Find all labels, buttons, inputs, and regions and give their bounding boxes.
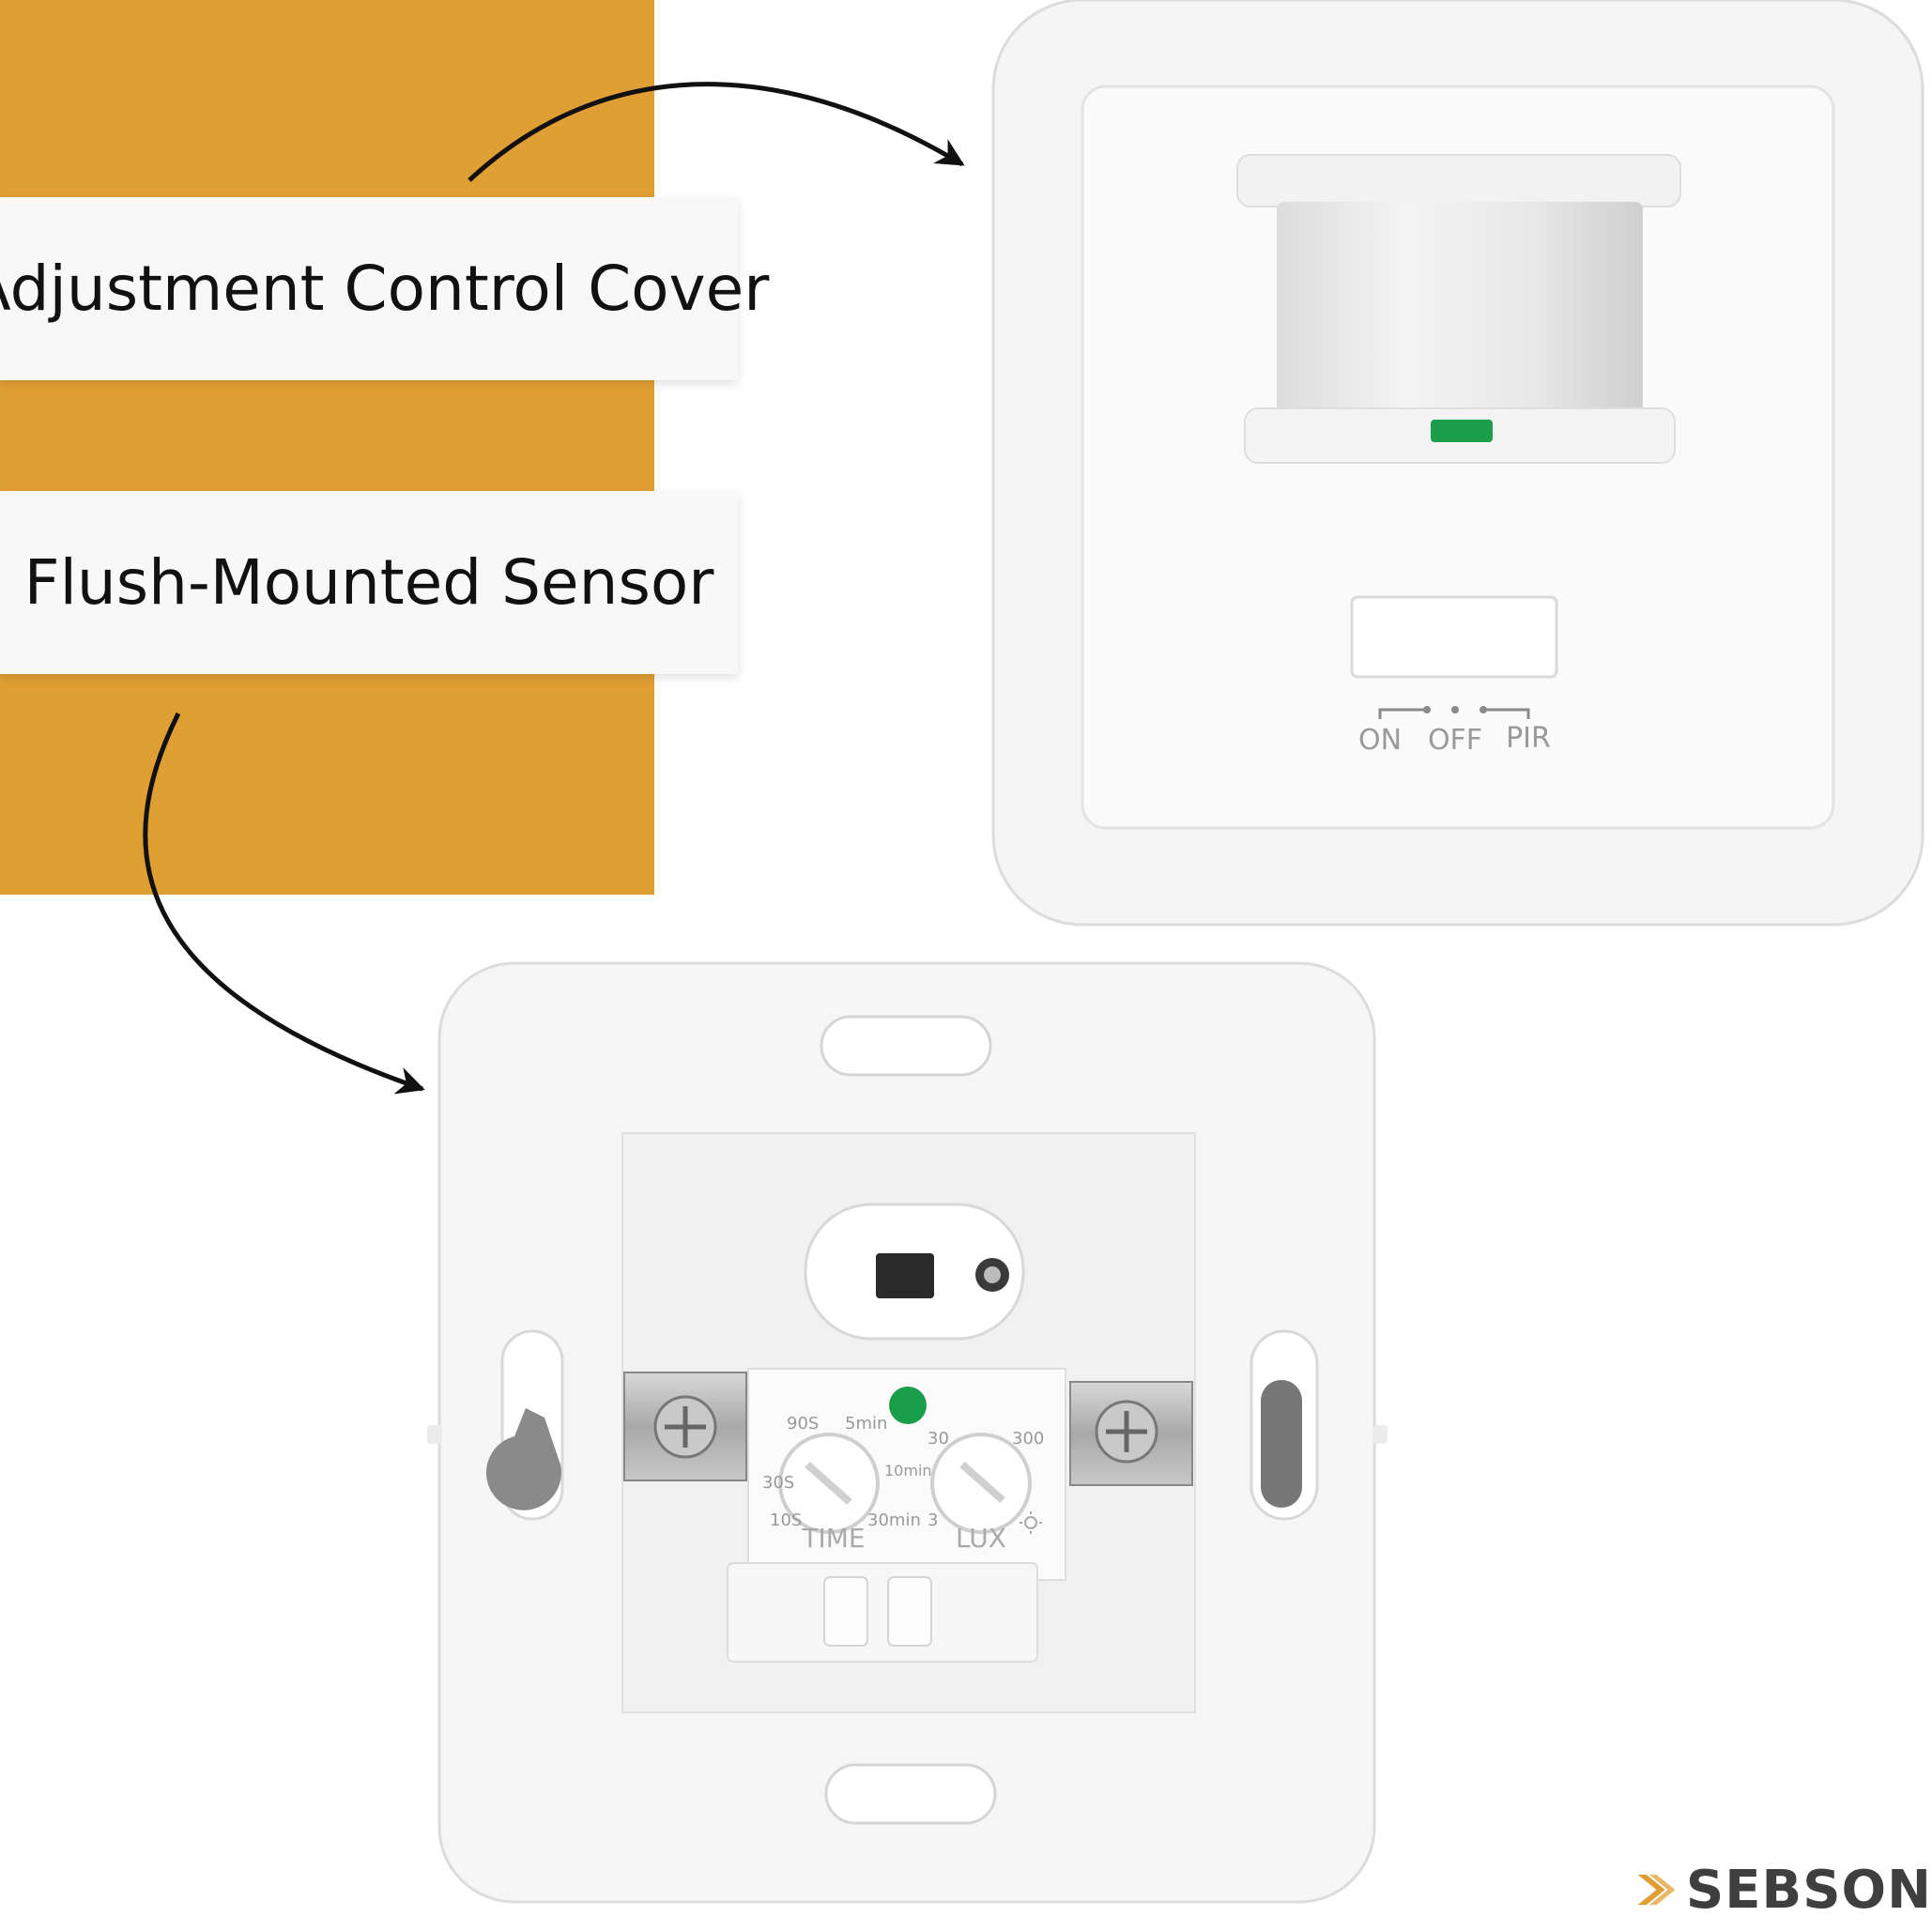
lux-dial-label: LUX [956,1523,1006,1554]
board-led [889,1387,927,1424]
brand-logo: SEBSON [1636,1857,1932,1923]
sensor-label-text: Flush-Mounted Sensor [23,546,714,619]
lux-tick-300: 300 [1012,1429,1044,1449]
orange-background-block [0,0,654,895]
switch-off-label: OFF [1428,724,1482,757]
time-tick-90s: 90S [787,1414,819,1434]
switch-pir-label: PIR [1506,722,1551,755]
flush-mounted-sensor: 10S 30S 90S 5min 10min 30min TIME 3 30 3… [427,961,1388,1904]
lux-tick-30: 30 [928,1429,949,1449]
arrow-to-sensor [143,712,425,1095]
time-dial-label: TIME [801,1523,865,1554]
bottom-mounting-slot [824,1763,997,1825]
time-tick-5min: 5min [845,1414,887,1434]
top-mounting-slot [820,1015,992,1077]
cover-label-text: Adjustment Control Cover [0,253,770,325]
brand-chevron-icon [1637,1874,1676,1906]
time-tick-10s: 10S [770,1510,802,1530]
sensor-label: Flush-Mounted Sensor [0,491,738,674]
status-led [1431,420,1493,442]
time-tick-30min: 30min [867,1510,921,1530]
time-tick-30s: 30S [762,1473,794,1493]
arrow-to-cover [468,82,965,182]
mode-slide-switch [727,1562,1038,1663]
sun-icon [1020,1511,1042,1534]
adjustment-control-cover: ON OFF PIR [991,0,1924,927]
brand-name: SEBSON [1685,1859,1932,1921]
cover-label: Adjustment Control Cover [0,197,769,380]
time-tick-10min: 10min [884,1462,932,1480]
switch-window [1350,595,1558,679]
switch-on-label: ON [1358,724,1402,757]
lux-tick-3: 3 [928,1510,938,1530]
